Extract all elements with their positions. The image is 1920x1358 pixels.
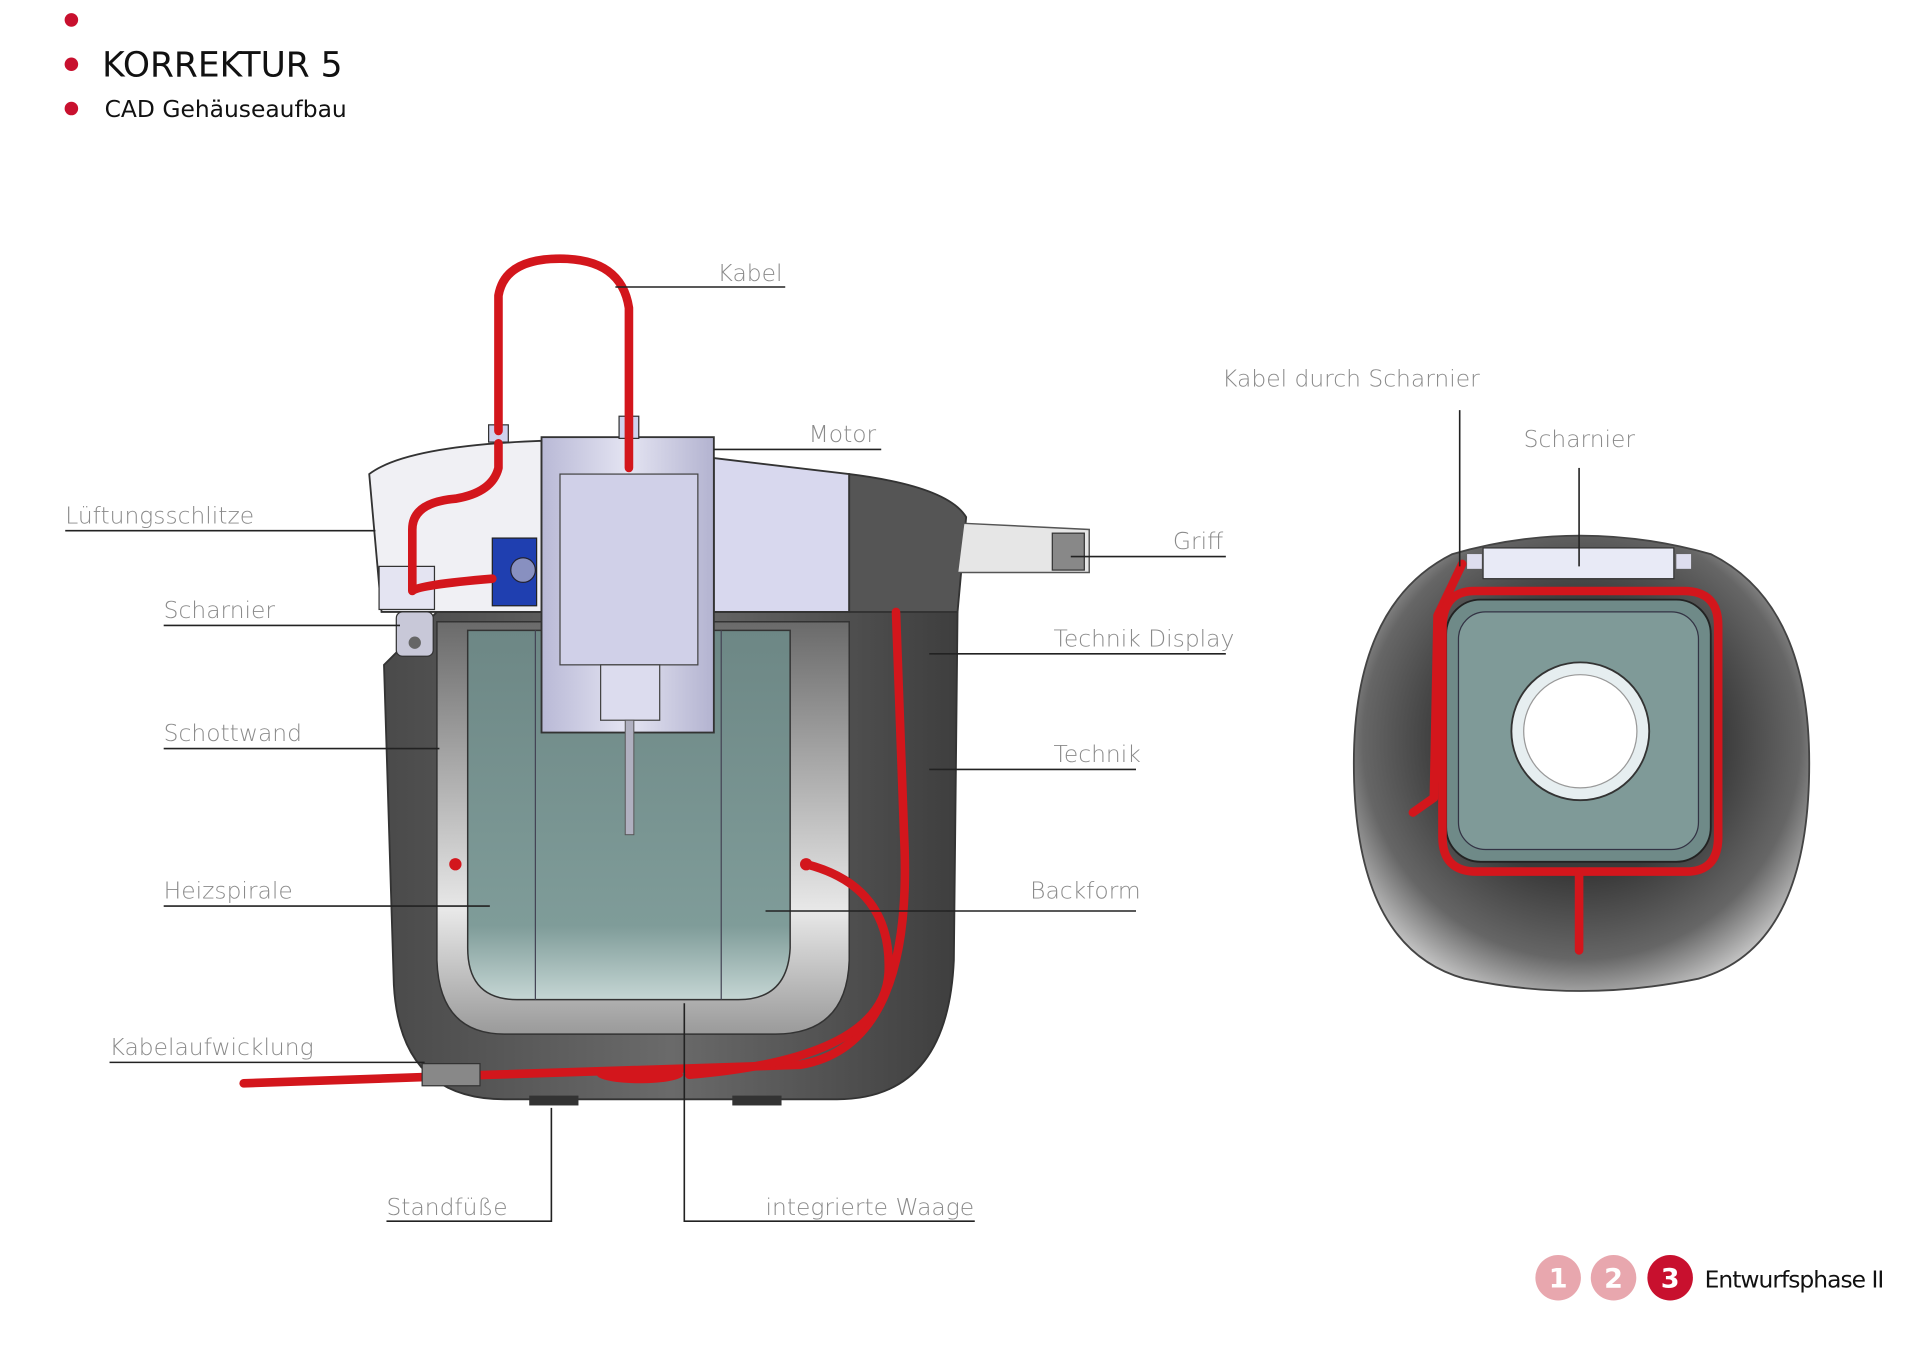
- label-standfuesse: Standfüße: [386, 1193, 507, 1221]
- svg-text:1: 1: [1549, 1264, 1568, 1295]
- label-griff: Griff: [1173, 527, 1223, 555]
- label-technik-display: Technik Display: [1054, 624, 1235, 652]
- step-3-active[interactable]: [1647, 1255, 1693, 1301]
- side-view-labels: Kabel Motor Lüftungsschlitze Scharnier G…: [65, 259, 1235, 1222]
- label-schottwand: Schottwand: [164, 719, 302, 747]
- page-title: KORREKTUR 5: [102, 46, 342, 86]
- bullet-icon: [64, 13, 79, 27]
- svg-text:3: 3: [1661, 1264, 1680, 1295]
- cable-top: [494, 254, 634, 473]
- label-integrierte-waage: integrierte Waage: [766, 1193, 975, 1221]
- top-view: Kabel durch Scharnier Scharnier: [1222, 365, 1811, 992]
- page-subtitle: CAD Gehäuseaufbau: [105, 95, 347, 123]
- phase-indicator: 1 2 3 Entwurfsphase II: [1535, 1255, 1884, 1301]
- label-kabel: Kabel: [718, 259, 783, 287]
- label-heizspirale: Heizspirale: [164, 877, 293, 905]
- bullet-icon: [64, 57, 79, 71]
- label-kabelaufwicklung: Kabelaufwicklung: [110, 1033, 314, 1061]
- lid-dome: [848, 473, 968, 613]
- step-2[interactable]: [1590, 1255, 1637, 1301]
- top-cable: [1408, 559, 1467, 817]
- label-lueftungsschlitze: Lüftungsschlitze: [65, 501, 254, 529]
- side-section-view: [239, 254, 1090, 1106]
- phase-label: Entwurfsphase II: [1705, 1266, 1884, 1294]
- lid-right: [712, 457, 851, 613]
- header: KORREKTUR 5 CAD Gehäuseaufbau: [64, 13, 347, 123]
- label-scharnier: Scharnier: [164, 596, 276, 624]
- label-backform: Backform: [1030, 877, 1141, 905]
- bullet-icon: [64, 101, 79, 116]
- label-kabel-durch-scharnier: Kabel durch Scharnier: [1222, 365, 1480, 393]
- step-1[interactable]: [1535, 1255, 1581, 1301]
- svg-text:2: 2: [1604, 1264, 1623, 1295]
- label-technik: Technik: [1054, 740, 1141, 768]
- label-top-scharnier: Scharnier: [1524, 425, 1636, 453]
- label-motor: Motor: [809, 420, 877, 448]
